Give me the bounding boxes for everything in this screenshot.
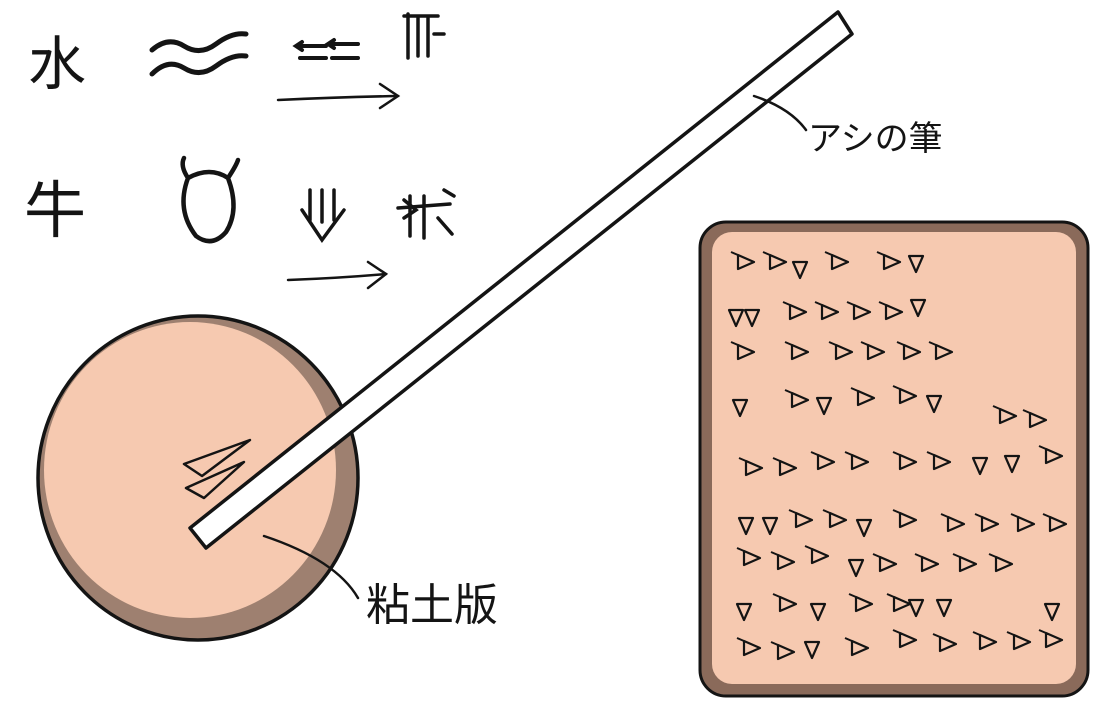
clay-tablet-label: 粘土版	[366, 580, 498, 631]
round-clay-tablet	[36, 314, 360, 642]
water-wedge-sign-icon	[292, 38, 360, 60]
water-character: 水	[28, 30, 86, 98]
cuneiform-tablet	[698, 220, 1090, 698]
water-cuneiform-icon	[402, 12, 446, 60]
clay-tablet-leader-line	[262, 534, 360, 600]
reed-pen-icon	[188, 10, 854, 550]
reed-pen-leader-line	[752, 94, 808, 132]
cow-character: 牛	[24, 174, 86, 247]
arrow-right-icon	[286, 260, 389, 290]
cow-wedge-sign-icon	[300, 188, 346, 244]
cow-head-pictograph-icon	[180, 155, 241, 244]
tablet-impressed-wedges	[182, 438, 252, 500]
cow-cuneiform-icon	[396, 188, 456, 240]
reed-pen-label: アシの筆	[808, 119, 943, 159]
water-pictograph-icon	[149, 31, 249, 77]
arrow-right-icon	[276, 82, 401, 110]
